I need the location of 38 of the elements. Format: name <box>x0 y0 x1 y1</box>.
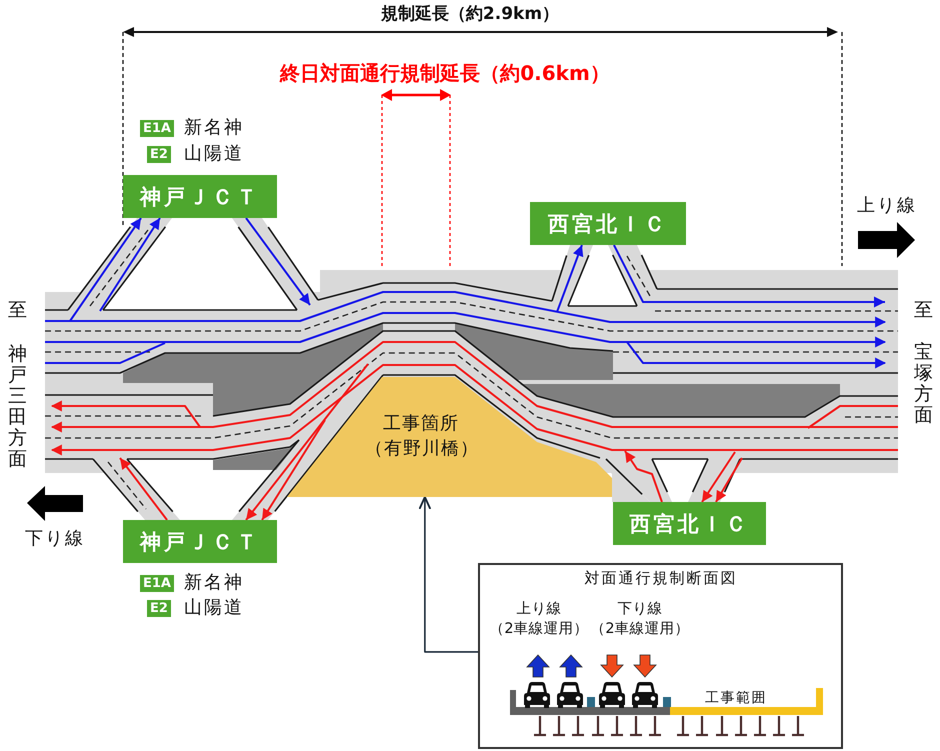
route-badge: E2 <box>147 600 171 617</box>
interchange-sign: 西宮北ＩＣ <box>530 202 686 245</box>
area-label: 工事箇所（有野川橋） <box>365 412 477 461</box>
dimension-label: 終日対面通行規制延長（約0.6km） <box>280 61 610 85</box>
destination-label: 至 <box>913 300 934 321</box>
inset-panel <box>478 563 843 749</box>
lane-arrow <box>245 363 369 521</box>
route-name: 新名神 <box>184 572 244 594</box>
lane-arrow <box>99 217 161 312</box>
lane-arrow <box>69 217 142 322</box>
panel-title: 対面通行規制断面図 <box>584 569 738 587</box>
route-name: 新名神 <box>184 117 244 139</box>
lane-arrow <box>701 451 736 503</box>
destination-label: 至 <box>7 300 28 321</box>
interchange-sign: 神戸ＪＣＴ <box>123 520 277 563</box>
destination-label: 宝塚方面 <box>913 342 934 426</box>
arrow <box>418 496 478 653</box>
lane-arrow <box>245 217 311 306</box>
lane-label: 上り線（2車線運用） <box>489 600 589 639</box>
lane-arrow <box>624 450 663 502</box>
route-name: 山陽道 <box>184 143 244 165</box>
interchange-sign: 神戸ＪＣＴ <box>123 175 277 218</box>
route-badge: E1A <box>140 120 174 137</box>
route-badge: E1A <box>140 575 174 592</box>
lane-label: 下り線（2車線運用） <box>590 600 690 639</box>
interchange-sign: 西宮北ＩＣ <box>613 502 766 545</box>
destination-label: 神戸三田方面 <box>7 344 28 470</box>
lane-arrow <box>556 244 584 312</box>
lane-arrow <box>119 457 168 521</box>
lane-arrow <box>261 419 326 521</box>
lane-arrow <box>613 244 885 308</box>
route-name: 山陽道 <box>184 597 244 619</box>
direction-label: 上り線 <box>857 195 917 217</box>
dimension-label: 規制延長（約2.9km） <box>380 4 560 24</box>
area-label: 工事範囲 <box>705 690 767 707</box>
route-badge: E2 <box>147 146 171 163</box>
lane-arrow <box>715 457 743 503</box>
direction-label: 下り線 <box>25 528 85 550</box>
